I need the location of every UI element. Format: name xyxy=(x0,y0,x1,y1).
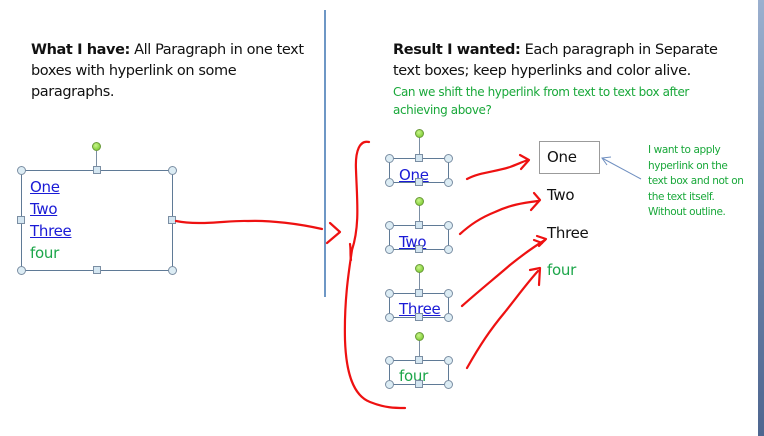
resize-handle-nw[interactable] xyxy=(385,154,394,163)
desired-two: Two xyxy=(547,186,575,204)
resize-handle-se[interactable] xyxy=(444,178,453,187)
resize-handle-nw[interactable] xyxy=(385,221,394,230)
red-connector-arrow xyxy=(174,219,324,231)
left-heading-bold: What I have: xyxy=(31,42,130,58)
left-heading-rest: All Paragraph in one text xyxy=(129,42,304,58)
rotation-stem xyxy=(419,137,420,158)
paragraph-three-link[interactable]: Three xyxy=(30,222,72,240)
resize-handle-ne[interactable] xyxy=(444,221,453,230)
right-heading-rest: Each paragraph in Separate xyxy=(520,42,718,58)
side-note-line: text box and not on xyxy=(648,175,744,187)
resize-handle-nw[interactable] xyxy=(385,289,394,298)
resize-handle-s[interactable] xyxy=(415,380,423,388)
right-heading: Result I wanted: Each paragraph in Separ… xyxy=(393,40,753,82)
rotation-stem xyxy=(419,205,420,225)
left-heading-line2: boxes with hyperlink on some paragraphs. xyxy=(31,63,237,100)
resize-handle-sw[interactable] xyxy=(385,380,394,389)
resize-handle-se[interactable] xyxy=(444,245,453,254)
resize-handle-s[interactable] xyxy=(415,313,423,321)
rotation-handle[interactable] xyxy=(415,332,424,341)
right-heading-line2: text boxes; keep hyperlinks and color al… xyxy=(393,63,691,79)
resize-handle-e[interactable] xyxy=(168,216,176,224)
paragraph-four: four xyxy=(30,244,59,262)
rotation-handle[interactable] xyxy=(415,129,424,138)
desired-textbox-one-outline[interactable] xyxy=(539,141,600,174)
desired-one[interactable]: One xyxy=(547,148,577,166)
separate-textbox-three-link[interactable]: Three xyxy=(399,300,441,318)
resize-handle-s[interactable] xyxy=(415,245,423,253)
resize-handle-n[interactable] xyxy=(415,289,423,297)
window-edge xyxy=(758,0,764,436)
resize-handle-se[interactable] xyxy=(168,266,177,275)
paragraph-two-link[interactable]: Two xyxy=(30,200,58,218)
resize-handle-w[interactable] xyxy=(17,216,25,224)
rotation-handle[interactable] xyxy=(415,264,424,273)
rotation-handle[interactable] xyxy=(415,197,424,206)
resize-handle-sw[interactable] xyxy=(17,266,26,275)
resize-handle-ne[interactable] xyxy=(444,289,453,298)
resize-handle-se[interactable] xyxy=(444,380,453,389)
red-arrow-three xyxy=(460,238,547,308)
resize-handle-sw[interactable] xyxy=(385,313,394,322)
callout-arrow xyxy=(601,157,642,180)
rotation-stem xyxy=(419,340,420,360)
resize-handle-sw[interactable] xyxy=(385,245,394,254)
rotation-handle[interactable] xyxy=(92,142,101,151)
rotation-stem xyxy=(96,151,97,171)
resize-handle-ne[interactable] xyxy=(444,356,453,365)
resize-handle-s[interactable] xyxy=(415,178,423,186)
side-note-line: I want to apply xyxy=(648,144,721,156)
resize-handle-ne[interactable] xyxy=(168,166,177,175)
vertical-divider xyxy=(324,10,326,297)
resize-handle-s[interactable] xyxy=(93,266,101,274)
desired-three: Three xyxy=(547,224,589,242)
side-note-line: the text itself. xyxy=(648,190,715,203)
paragraph-one-link[interactable]: One xyxy=(30,178,60,196)
rotation-stem xyxy=(419,272,420,293)
resize-handle-nw[interactable] xyxy=(385,356,394,365)
side-note: I want to apply hyperlink on the text bo… xyxy=(648,143,758,221)
resize-handle-n[interactable] xyxy=(93,166,101,174)
combined-textbox-content: One Two Three four xyxy=(30,176,72,264)
red-arrow-two xyxy=(458,199,540,236)
side-note-line: hyperlink on the xyxy=(648,159,728,172)
resize-handle-se[interactable] xyxy=(444,313,453,322)
resize-handle-n[interactable] xyxy=(415,154,423,162)
red-brace xyxy=(343,140,407,410)
red-arrow-one xyxy=(465,158,530,181)
resize-handle-n[interactable] xyxy=(415,221,423,229)
resize-handle-sw[interactable] xyxy=(385,178,394,187)
left-heading: What I have: All Paragraph in one text b… xyxy=(31,40,321,103)
red-arrow-four xyxy=(465,269,540,370)
question-line-1: Can we shift the hyperlink from text to … xyxy=(393,85,689,99)
question-line-2: achieving above? xyxy=(393,103,492,117)
resize-handle-nw[interactable] xyxy=(17,166,26,175)
resize-handle-n[interactable] xyxy=(415,356,423,364)
resize-handle-ne[interactable] xyxy=(444,154,453,163)
side-note-line: Without outline. xyxy=(648,206,726,218)
right-heading-bold: Result I wanted: xyxy=(393,42,521,58)
desired-four: four xyxy=(547,261,576,279)
question-note: Can we shift the hyperlink from text to … xyxy=(393,83,753,119)
